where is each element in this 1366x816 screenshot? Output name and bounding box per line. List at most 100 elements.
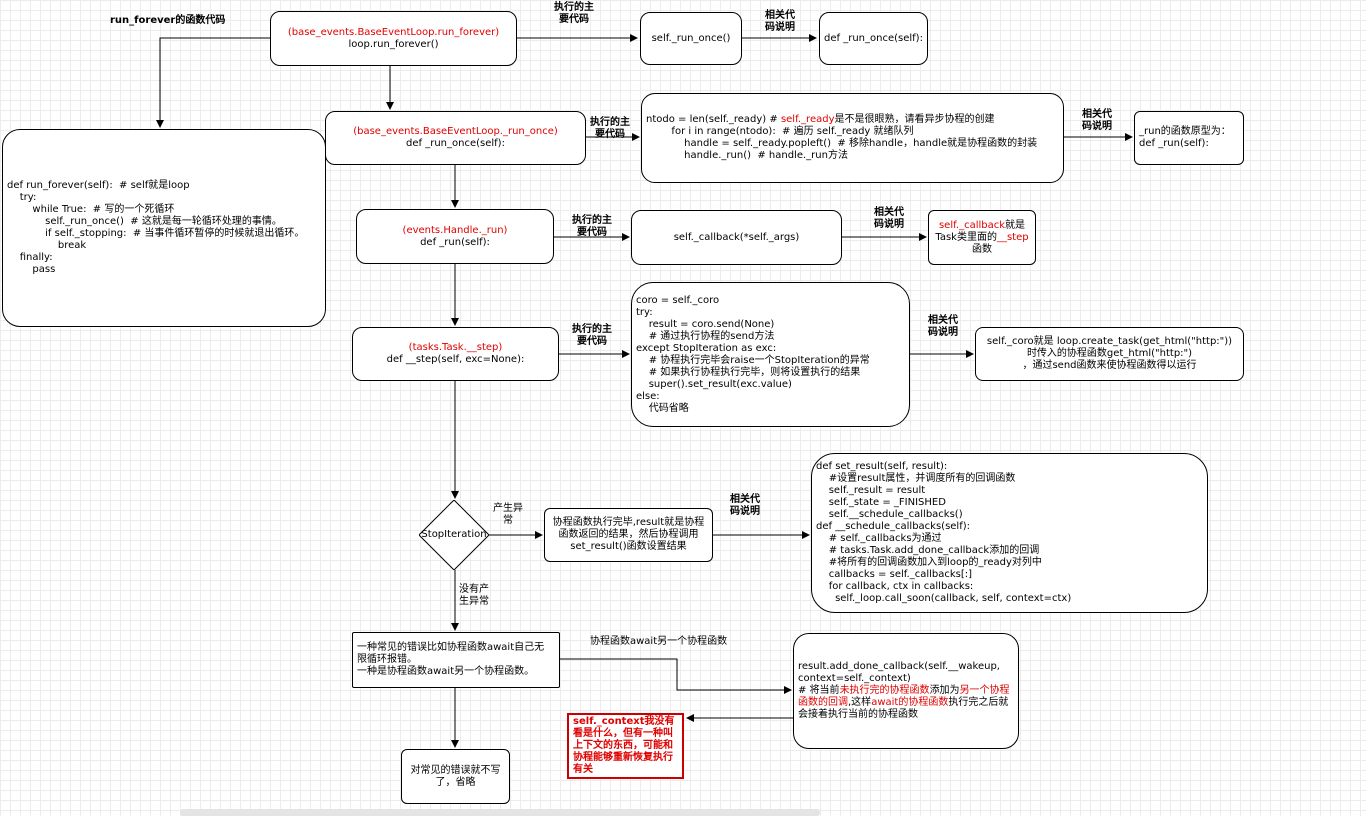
- code-line: def set_result(self, result):: [816, 461, 948, 472]
- code-line: # 协程执行完毕会raise一个StopIteration的异常: [636, 354, 870, 366]
- node-run-forever-ref: (base_events.BaseEventLoop.run_forever): [287, 26, 500, 38]
- node-task-step-ref: (tasks.Task.__step): [408, 342, 503, 353]
- result-note-line: 协程函数执行完毕,result就是协程: [552, 517, 705, 528]
- code-line: try:: [636, 306, 653, 318]
- code-line: callbacks = self._callbacks[:]: [816, 569, 973, 580]
- code-line: try:: [7, 192, 37, 203]
- label-related-2: 相关代 码说明: [1082, 109, 1112, 132]
- code-line: #设置result属性，并调度所有的回调函数: [816, 473, 1016, 484]
- code-line: self._result = result: [816, 485, 926, 496]
- code-line: # tasks.Task.add_done_callback添加的回调: [816, 545, 1040, 556]
- coro-note-line: 时传入的协程函数get_html("http:"): [1026, 348, 1193, 359]
- callback-note-line: self._callback就是: [938, 219, 1026, 231]
- label-exec-main-2: 执行的主 要代码: [590, 117, 630, 140]
- node-run-once-call-text: self._run_once(): [651, 32, 731, 44]
- skip-errors-line: 对常见的错误就不写: [410, 764, 501, 776]
- result-note-line: 函数返回的结果，然后协程调用: [558, 529, 699, 540]
- node-run-forever-code: def run_forever(self): # self就是loop try:…: [2, 129, 326, 327]
- label-no-exc: 没有产 生异常: [459, 584, 489, 607]
- wakeup-line: result.add_done_callback(self.__wakeup,: [798, 661, 1000, 672]
- node-context-note: self._context我没有看是什么，但有一种叫上下文的东西，可能和协程能够…: [567, 713, 684, 779]
- node-handle-run-ref: (events.Handle._run): [402, 224, 508, 236]
- wakeup-line: context=self._context): [798, 673, 911, 684]
- node-set-result-code: def set_result(self, result): #设置result属…: [811, 453, 1208, 613]
- edge-runforever-code: [156, 37, 270, 128]
- node-skip-errors: 对常见的错误就不写 了，省略: [401, 749, 510, 804]
- node-run-once-ref: (base_events.BaseEventLoop._run_once): [353, 126, 558, 137]
- wakeup-comment: # 将当前未执行完的协程函数添加为另一个协程函数的回调,这样await的协程函数…: [798, 685, 1010, 720]
- code-line: for i in range(ntodo): # 遍历 self._ready …: [646, 126, 914, 137]
- node-run-once: (base_events.BaseEventLoop._run_once) de…: [325, 111, 586, 165]
- label-related-4: 相关代 码说明: [928, 315, 958, 338]
- node-run-once-call: self._run_once(): [640, 12, 742, 65]
- common-error-line: 一种常见的错误比如协程函数await自己无: [357, 642, 545, 653]
- node-coro-note: self._coro就是 loop.create_task(get_html("…: [975, 327, 1244, 381]
- code-line: self._state = _FINISHED: [816, 497, 946, 508]
- code-line: self.__schedule_callbacks(): [816, 509, 963, 520]
- node-callback-call-text: self._callback(*self._args): [673, 231, 800, 243]
- code-line: if self._stopping: # 当事件循环暂停的时候就退出循环。: [7, 228, 305, 239]
- title-label: run_forever的函数代码: [110, 15, 226, 26]
- node-callback-call: self._callback(*self._args): [631, 210, 842, 265]
- code-line: for callback, ctx in callbacks:: [816, 581, 974, 592]
- code-line: def run_forever(self): # self就是loop: [7, 180, 190, 191]
- skip-errors-line: 了，省略: [435, 776, 476, 788]
- code-line: #将所有的回调函数加入到loop的_ready对列中: [816, 557, 1042, 568]
- code-line: while True: # 写的一个死循环: [7, 204, 175, 215]
- common-error-line: 一种是协程函数await另一个协程函数。: [357, 666, 535, 677]
- label-related-3: 相关代 码说明: [874, 207, 904, 230]
- code-line: # 如果执行协程执行完毕，则将设置执行的结果: [636, 366, 861, 378]
- node-run-forever-call: loop.run_forever(): [348, 38, 439, 50]
- node-callback-note: self._callback就是 Task类里面的__step 函数: [928, 210, 1036, 265]
- label-exec-main-4: 执行的主 要代码: [572, 324, 612, 347]
- callback-note-line: 函数: [972, 243, 992, 255]
- code-line: def __schedule_callbacks(self):: [816, 521, 971, 532]
- node-run-once-def-small: def _run_once(self):: [819, 12, 928, 65]
- proto-line: _run的函数原型为：: [1139, 126, 1231, 137]
- node-run-once-call: def _run_once(self):: [406, 138, 505, 149]
- code-line: result = coro.send(None): [636, 318, 775, 330]
- node-task-step: (tasks.Task.__step) def __step(self, exc…: [352, 327, 559, 381]
- code-line: self._loop.call_soon(callback, self, con…: [816, 593, 1072, 604]
- node-task-step-call: def __step(self, exc=None):: [386, 354, 525, 365]
- coro-note-line: self._coro就是 loop.create_task(get_html("…: [986, 336, 1233, 347]
- label-related-1: 相关代 码说明: [765, 10, 795, 33]
- label-await-another: 协程函数await另一个协程函数: [590, 636, 728, 647]
- edge-commonerror-wakeup: [560, 658, 792, 694]
- code-line: # self._callbacks为通过: [816, 533, 942, 544]
- node-stop-iteration-label: StopIteration: [421, 529, 487, 540]
- code-line: finally:: [7, 252, 53, 263]
- code-line: pass: [7, 264, 56, 275]
- node-run-once-def-small-text: def _run_once(self):: [824, 32, 923, 44]
- result-note-line: set_result()函数设置结果: [570, 541, 687, 552]
- code-line: self._run_once() # 这就是每一轮循环处理的事情。: [7, 216, 282, 227]
- callback-note-line: Task类里面的__step: [935, 231, 1029, 243]
- node-wakeup: result.add_done_callback(self.__wakeup, …: [793, 633, 1019, 749]
- common-error-line: 限循环报错。: [357, 654, 417, 665]
- context-note-text: self._context我没有看是什么，但有一种叫上下文的东西，可能和协程能够…: [573, 716, 675, 775]
- proto-line: def _run(self):: [1139, 138, 1209, 149]
- code-line: else:: [636, 390, 660, 402]
- node-stop-iteration-shape: [419, 500, 489, 570]
- label-exec-main-1: 执行的主 要代码: [554, 2, 594, 25]
- label-exec-main-3: 执行的主 要代码: [572, 215, 612, 238]
- node-step-code: coro = self._coro try: result = coro.sen…: [631, 282, 910, 427]
- label-raise-exc: 产生异 常: [493, 503, 523, 526]
- code-line: coro = self._coro: [636, 294, 720, 306]
- code-line: 代码省略: [636, 402, 689, 414]
- node-run-forever: (base_events.BaseEventLoop.run_forever) …: [270, 11, 517, 66]
- coro-note-line: ，通过send函数来使协程函数得以运行: [1022, 360, 1197, 371]
- code-line: # 通过执行协程的send方法: [636, 330, 775, 342]
- code-line: handle = self._ready.popleft() # 移除handl…: [646, 138, 1038, 149]
- code-line: ntodo = len(self._ready) # self._ready是不…: [646, 114, 995, 125]
- node-run-once-code: ntodo = len(self._ready) # self._ready是不…: [641, 93, 1064, 183]
- label-related-5: 相关代 码说明: [730, 494, 760, 517]
- code-line: except StopIteration as exc:: [636, 342, 777, 354]
- code-line: handle._run() # handle._run方法: [646, 150, 848, 161]
- code-line: break: [7, 240, 87, 251]
- node-run-prototype: _run的函数原型为： def _run(self):: [1134, 111, 1244, 165]
- node-handle-run-call: def _run(self):: [420, 236, 490, 248]
- node-result-note: 协程函数执行完毕,result就是协程 函数返回的结果，然后协程调用 set_r…: [544, 508, 713, 562]
- horizontal-scrollbar[interactable]: [180, 809, 820, 816]
